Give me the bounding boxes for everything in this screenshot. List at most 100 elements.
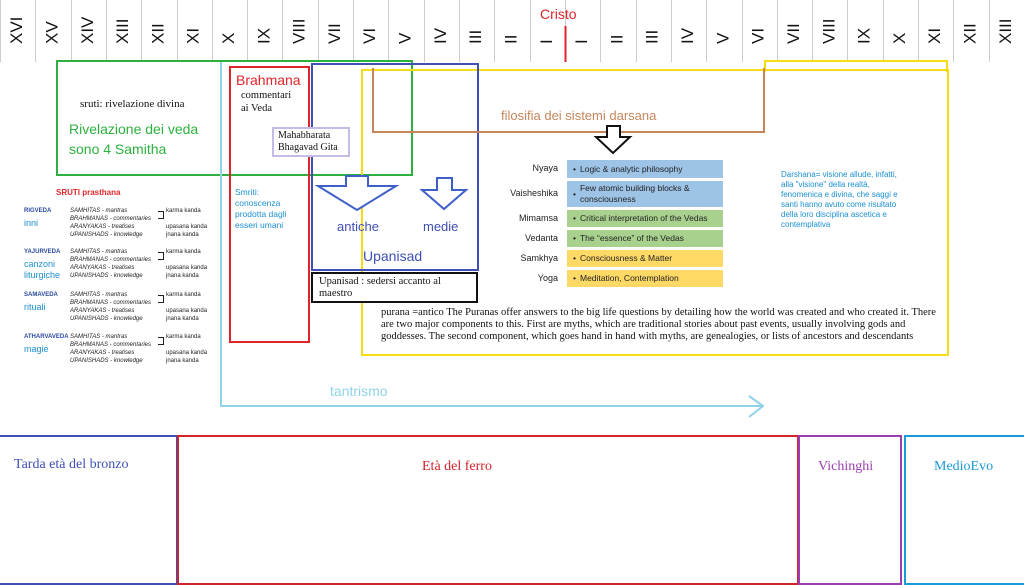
purana-box — [361, 69, 949, 356]
century-label: VI — [749, 28, 768, 44]
century-label: II — [501, 35, 520, 44]
darsana-desc-text: Critical interpretation of the Vedas — [579, 213, 708, 223]
veda-subtitle: magie — [24, 344, 49, 354]
bullet-icon: • — [573, 188, 576, 199]
prasthana-bracket — [158, 211, 164, 219]
century-label: XVI — [7, 17, 26, 44]
era-label: Tarda età del bronzo — [14, 457, 129, 472]
century-label: XI — [925, 28, 944, 44]
darsana-system-name: Vedanta — [524, 232, 558, 243]
century-label: VII — [325, 23, 344, 44]
darsana-system-desc: •Meditation, Contemplation — [566, 269, 724, 288]
darsana-desc-text: The “essence” of the Vedas — [579, 233, 684, 243]
veda-name: ATHARVAVEDA — [24, 334, 69, 340]
century-label: IX — [254, 28, 273, 44]
century-label: X — [890, 33, 909, 44]
prasthana-row: BRAHMANAS - commentaries — [70, 257, 152, 263]
darsana-system-desc: •Consciousness & Matter — [566, 249, 724, 268]
prasthana-row: UPANISHADS - knowledge — [70, 232, 143, 238]
bullet-icon: • — [573, 233, 576, 243]
cristo-label: Cristo — [540, 6, 577, 22]
century-label: I — [572, 39, 591, 44]
bullet-icon: • — [573, 273, 576, 283]
upanisad-note: Upanisad : sedersi accanto al maestro — [311, 272, 478, 303]
prasthana-kanda: karma kanda — [166, 292, 201, 298]
prasthana-row: BRAHMANAS - commentaries — [70, 300, 152, 306]
brahmana-box — [229, 66, 310, 343]
century-label: II — [607, 35, 626, 44]
darsana-system-name: Mimamsa — [518, 212, 558, 223]
prasthana-row: SAMHITAS - mantras — [70, 334, 128, 340]
smriti-text: Smriti: conoscenza prodotta dagli esseri… — [235, 187, 287, 230]
sruti-prasthana-title: SRUTI prasthana — [56, 188, 121, 197]
century-label: V — [713, 32, 732, 44]
purana-text: purana =antico The Puranas offer answers… — [381, 307, 936, 342]
century-label: I — [537, 39, 556, 44]
century-label: VIII — [290, 18, 309, 44]
darsana-title: filosifia dei sistemi darsana — [499, 108, 659, 123]
prasthana-kanda: karma kanda — [166, 334, 201, 340]
prasthana-kanda: karma kanda — [166, 208, 201, 214]
tantrismo-label: tantrismo — [330, 383, 388, 399]
century-label: XI — [184, 28, 203, 44]
darsana-desc-text: Logic & analytic philosophy — [579, 163, 683, 174]
prasthana-row: UPANISHADS - knowledge — [70, 273, 143, 279]
veda-name: YAJURVEDA — [24, 249, 61, 255]
brahmana-title: Brahmana — [236, 72, 301, 88]
prasthana-row: ARANYAKAS - treatises — [70, 265, 135, 271]
upanisad-medie: medie — [423, 219, 459, 234]
darsana-system-desc: •Critical interpretation of the Vedas — [566, 209, 724, 228]
mahabharata-line2: Bhagavad Gita — [278, 142, 338, 153]
century-label: XII — [148, 23, 167, 44]
bullet-icon: • — [573, 163, 576, 174]
darsana-system-desc: •Logic & analytic philosophy — [566, 159, 724, 179]
century-label: III — [466, 30, 485, 44]
century-label: VI — [360, 28, 379, 44]
darsana-desc-text: Meditation, Contemplation — [579, 273, 679, 283]
sruti-line2: sono 4 Samitha — [69, 141, 167, 157]
prasthana-row: SAMHITAS - mantras — [70, 292, 128, 298]
upanisad-antiche: antiche — [337, 219, 379, 234]
prasthana-row: BRAHMANAS - commentaries — [70, 216, 152, 222]
mahabharata-line1: Mahabharata — [278, 130, 331, 141]
darsana-system-desc: •Few atomic building blocks & consciousn… — [566, 180, 724, 208]
prasthana-row: ARANYAKAS - treatises — [70, 224, 135, 230]
brahmana-sub2: ai Veda — [241, 103, 273, 114]
prasthana-kanda: upasana kanda — [166, 308, 208, 314]
prasthana-kanda: upasana kanda — [166, 224, 208, 230]
century-label: V — [396, 32, 415, 44]
century-label: IV — [678, 27, 697, 44]
century-label: X — [219, 33, 238, 44]
prasthana-kanda: upasana kanda — [166, 265, 208, 271]
darsana-system-desc: •The “essence” of the Vedas — [566, 229, 724, 248]
prasthana-bracket — [158, 252, 164, 260]
prasthana-kanda: karma kanda — [166, 249, 201, 255]
prasthana-kanda: jnana kanda — [166, 316, 199, 322]
century-label: VIII — [819, 18, 838, 44]
veda-subtitle: canzoni liturgiche — [24, 259, 61, 280]
veda-name: RIGVEDA — [24, 208, 52, 214]
prasthana-bracket — [158, 337, 164, 345]
prasthana-kanda: upasana kanda — [166, 350, 208, 356]
era-label: Vichinghi — [818, 459, 874, 474]
darsana-bracket — [372, 68, 765, 133]
century-label: XII — [961, 23, 980, 44]
bullet-icon: • — [573, 253, 576, 263]
sruti-line1: Rivelazione dei veda — [69, 121, 199, 137]
prasthana-row: SAMHITAS - mantras — [70, 249, 128, 255]
veda-subtitle: inni — [24, 218, 39, 228]
prasthana-row: ARANYAKAS - treatises — [70, 308, 135, 314]
prasthana-kanda: jnana kanda — [166, 358, 199, 364]
prasthana-row: BRAHMANAS - commentaries — [70, 342, 152, 348]
darsana-system-name: Vaisheshika — [510, 188, 558, 198]
century-label: IV — [431, 27, 450, 44]
century-label: XIV — [78, 16, 97, 44]
veda-name: SAMAVEDA — [24, 292, 58, 298]
century-label: XIII — [113, 18, 132, 44]
era-label: MedioEvo — [934, 459, 994, 474]
darsana-system-name: Samkhya — [520, 252, 558, 263]
century-label: XV — [42, 21, 61, 44]
veda-subtitle: rituali — [24, 302, 46, 312]
